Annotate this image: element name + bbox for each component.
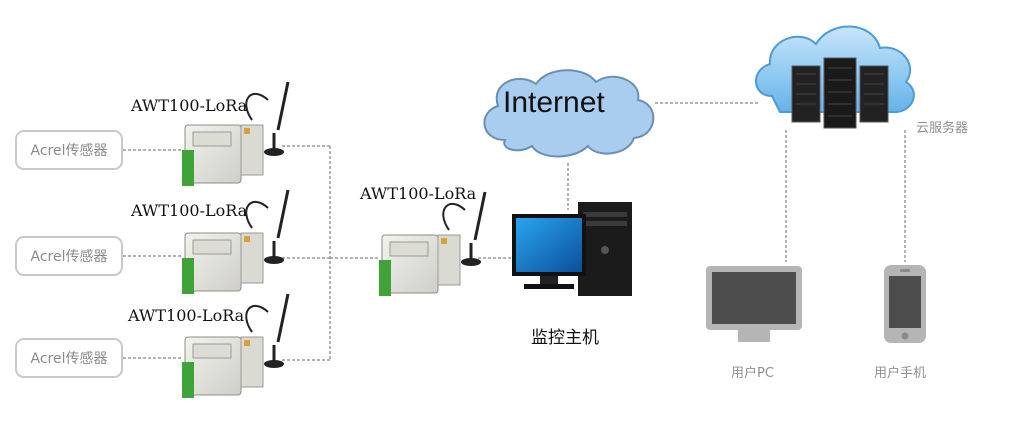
- host-label: 监控主机: [531, 328, 599, 348]
- module-label-2: AWT100-LoRa: [131, 201, 248, 220]
- sensor-box-1: Acrel传感器: [15, 130, 123, 170]
- lora-module-3: [182, 293, 290, 398]
- sensor-links: [123, 102, 906, 361]
- sensor-box-3: Acrel传感器: [15, 338, 123, 378]
- lora-module-2: [182, 189, 290, 294]
- lora-module-1: [182, 81, 290, 186]
- module-label-gateway: AWT100-LoRa: [360, 184, 477, 203]
- module-label-3: AWT100-LoRa: [128, 306, 245, 325]
- cloud-server-icon: [755, 25, 915, 129]
- module-label-1: AWT100-LoRa: [131, 96, 248, 115]
- host-computer-icon: [512, 202, 632, 296]
- user-pc-icon: [706, 266, 802, 342]
- user-phone-label: 用户手机: [874, 366, 927, 381]
- lora-module-gateway: [379, 191, 487, 296]
- sensor-box-2: Acrel传感器: [15, 236, 123, 276]
- internet-cloud-icon: [483, 69, 655, 158]
- user-phone-icon: [884, 265, 926, 343]
- user-pc-label: 用户PC: [731, 366, 774, 381]
- cloud-server-label: 云服务器: [916, 121, 969, 136]
- internet-label: Internet: [503, 86, 605, 119]
- sensor-label: Acrel传感器: [30, 249, 108, 265]
- sensor-label: Acrel传感器: [30, 143, 108, 159]
- sensor-label: Acrel传感器: [30, 351, 108, 367]
